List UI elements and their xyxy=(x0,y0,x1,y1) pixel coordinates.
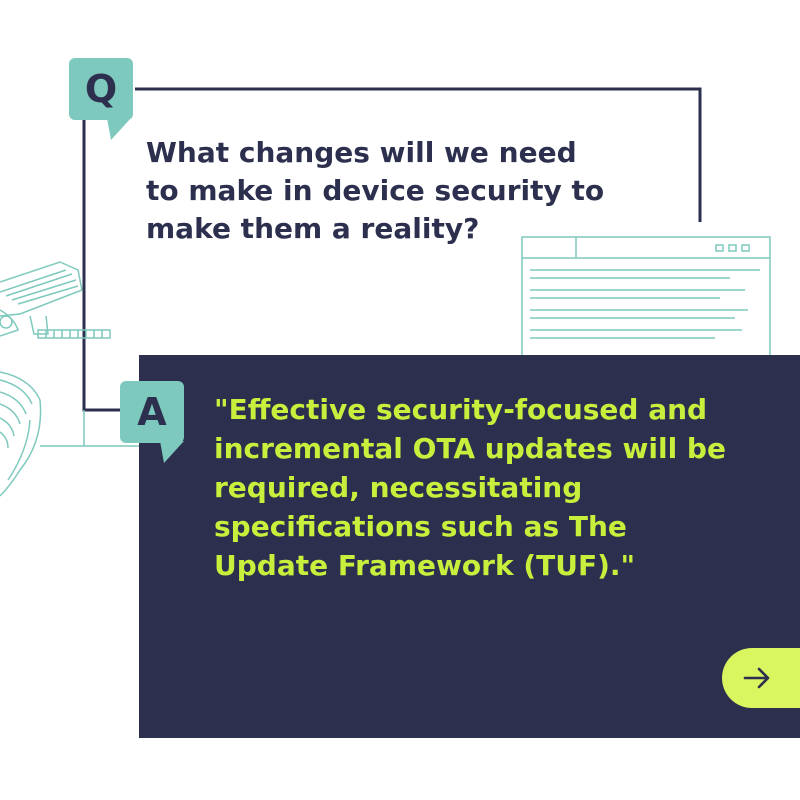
answer-text: "Effective security-focused and incremen… xyxy=(214,393,726,582)
arrow-right-icon xyxy=(743,667,770,689)
browser-window-icon xyxy=(521,236,771,358)
answer-panel xyxy=(139,355,800,738)
question-badge-letter: Q xyxy=(84,67,118,111)
question-text: What changes will we need to make in dev… xyxy=(146,136,605,245)
shield-icon xyxy=(0,371,139,497)
answer-badge: A xyxy=(120,381,184,443)
answer-badge-letter: A xyxy=(137,390,167,434)
next-button[interactable] xyxy=(722,648,800,708)
security-camera-icon xyxy=(0,261,111,339)
question-badge: Q xyxy=(69,58,133,120)
